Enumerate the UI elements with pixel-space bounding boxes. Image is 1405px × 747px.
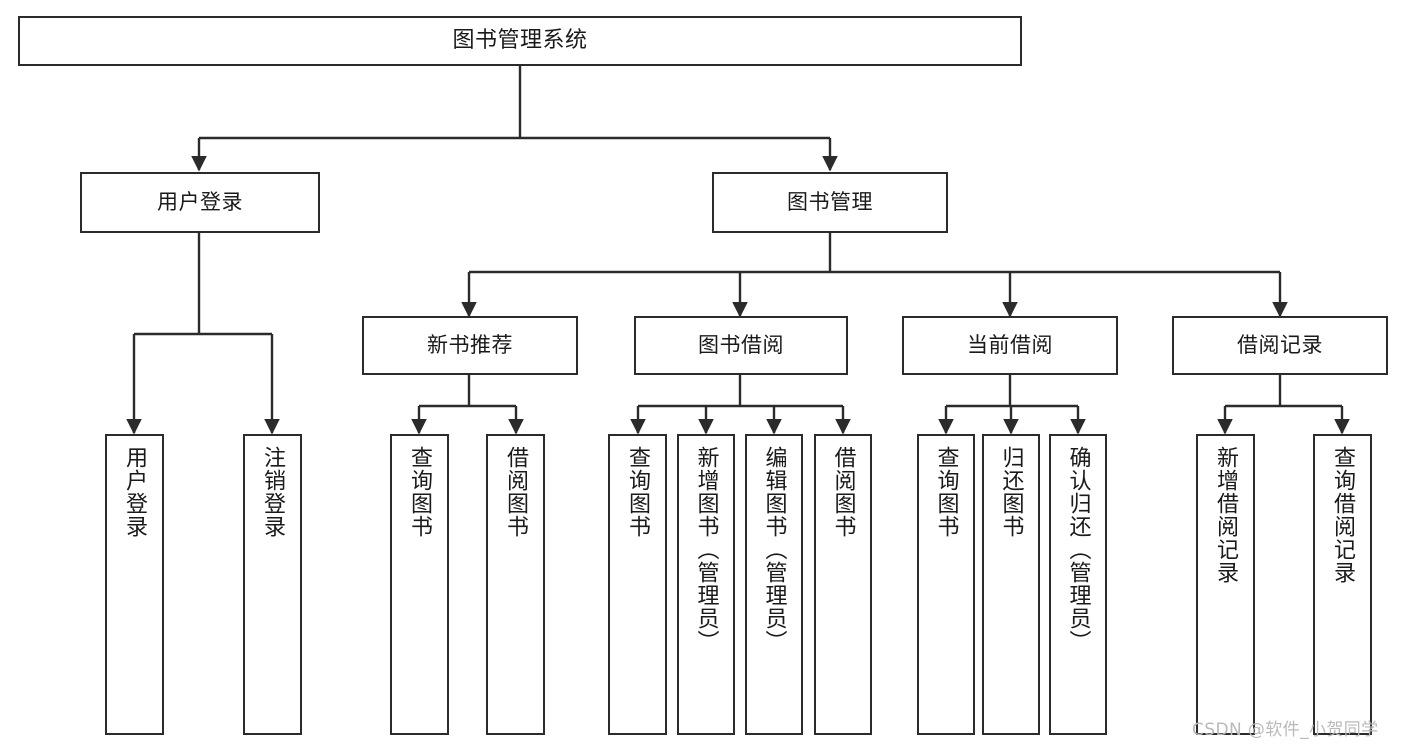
node-label: 归还图书: [998, 446, 1024, 538]
node-label: 图书管理系统: [452, 28, 588, 54]
leaf-book-borrow-query[interactable]: 查询图书: [608, 434, 667, 735]
node-label: 借阅记录: [1237, 333, 1323, 358]
leaf-user-login-login[interactable]: 用户登录: [105, 434, 164, 735]
node-label: 确认归还（管理员）: [1065, 446, 1091, 653]
node-label: 新增图书（管理员）: [693, 446, 719, 653]
node-book-management[interactable]: 图书管理: [712, 172, 948, 233]
leaf-book-borrow-borrow[interactable]: 借阅图书: [814, 434, 872, 735]
node-label: 查询图书: [407, 446, 433, 538]
leaf-new-book-query[interactable]: 查询图书: [390, 434, 449, 735]
node-label: 用户登录: [122, 446, 148, 538]
node-label: 查询图书: [933, 446, 959, 538]
csdn-watermark: CSDN @软件_小贺同学: [1192, 720, 1379, 740]
node-label: 用户登录: [157, 190, 243, 215]
node-label: 新书推荐: [427, 333, 513, 358]
leaf-borrow-record-add[interactable]: 新增借阅记录: [1196, 434, 1255, 735]
node-label: 查询借阅记录: [1330, 446, 1356, 584]
node-label: 查询图书: [625, 446, 651, 538]
node-label: 图书管理: [787, 190, 873, 215]
node-user-login[interactable]: 用户登录: [80, 172, 320, 233]
node-root-book-management-system[interactable]: 图书管理系统: [18, 16, 1022, 66]
leaf-borrow-record-query[interactable]: 查询借阅记录: [1313, 434, 1372, 735]
node-book-borrowing[interactable]: 图书借阅: [634, 316, 848, 375]
node-current-borrowing[interactable]: 当前借阅: [902, 316, 1118, 375]
leaf-book-borrow-add-admin[interactable]: 新增图书（管理员）: [677, 434, 735, 735]
leaf-book-borrow-edit-admin[interactable]: 编辑图书（管理员）: [745, 434, 803, 735]
leaf-new-book-borrow[interactable]: 借阅图书: [486, 434, 545, 735]
leaf-current-borrow-confirm-return-admin[interactable]: 确认归还（管理员）: [1049, 434, 1107, 735]
node-label: 借阅图书: [830, 446, 856, 538]
node-label: 图书借阅: [698, 333, 784, 358]
leaf-current-borrow-query[interactable]: 查询图书: [917, 434, 975, 735]
leaf-user-login-logout[interactable]: 注销登录: [243, 434, 302, 735]
node-label: 新增借阅记录: [1213, 446, 1239, 584]
node-label: 借阅图书: [503, 446, 529, 538]
node-new-book-recommendation[interactable]: 新书推荐: [362, 316, 578, 375]
node-label: 编辑图书（管理员）: [761, 446, 787, 653]
node-label: 当前借阅: [967, 333, 1053, 358]
node-borrowing-record[interactable]: 借阅记录: [1172, 316, 1388, 375]
leaf-current-borrow-return[interactable]: 归还图书: [982, 434, 1040, 735]
node-label: 注销登录: [260, 446, 286, 538]
